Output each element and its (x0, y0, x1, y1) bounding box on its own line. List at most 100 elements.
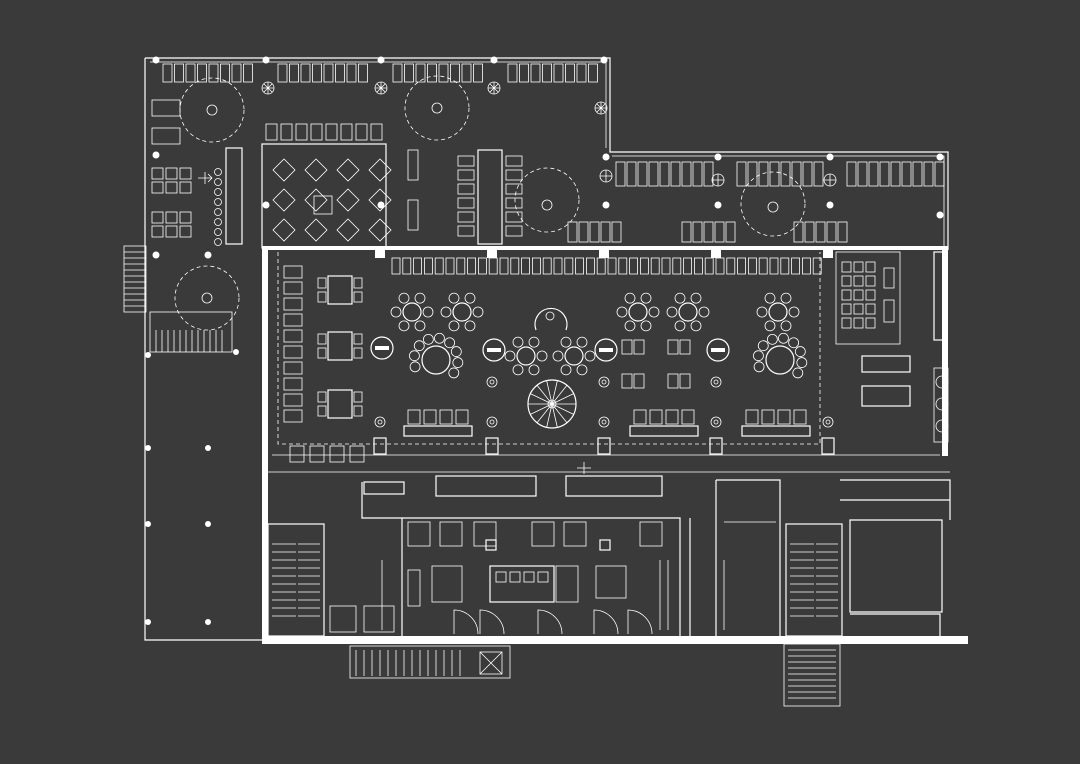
bar-stool (214, 198, 222, 206)
diamond-table (304, 158, 328, 182)
banquette (403, 425, 473, 437)
terrace-chair (703, 161, 714, 187)
chair (467, 257, 477, 275)
lounge-chair (853, 261, 864, 273)
spiral-tread (546, 403, 553, 428)
bar-stools (214, 168, 222, 246)
chair (434, 332, 445, 344)
diamond-table (368, 188, 392, 212)
sofa (861, 355, 911, 373)
booth-seat (283, 393, 303, 407)
chair (725, 221, 736, 243)
column-icon (822, 416, 834, 428)
right-terrace (514, 153, 945, 248)
chair (714, 221, 725, 243)
chair (536, 350, 548, 362)
table-chair (179, 181, 192, 194)
terrace-chair (879, 161, 890, 187)
chair (745, 409, 759, 425)
lounge-chair (841, 261, 852, 273)
diamond-table (336, 188, 360, 212)
chair (596, 257, 606, 275)
chair (802, 257, 811, 275)
column-core (489, 419, 495, 425)
lounge-chair (853, 289, 864, 301)
chair (457, 183, 475, 195)
table-chair (179, 211, 192, 224)
chair (780, 320, 792, 332)
planter-column (933, 367, 949, 443)
entrance-stairs (349, 643, 841, 707)
chair (413, 340, 425, 352)
table (545, 311, 555, 321)
service-counter (565, 475, 663, 497)
chair (317, 391, 327, 403)
chair (616, 306, 628, 318)
chair (553, 257, 563, 275)
wall-booths (283, 265, 365, 463)
chair (521, 257, 530, 275)
spiral-tread (546, 380, 553, 405)
chair (794, 346, 806, 357)
chair (504, 350, 516, 362)
chair (512, 336, 524, 348)
chair (793, 409, 807, 425)
chair (607, 257, 617, 275)
pod-bar (599, 348, 613, 352)
chair (576, 336, 588, 348)
spiral-tread (551, 403, 574, 415)
chair (704, 257, 714, 275)
chair (309, 445, 325, 463)
chair-row (265, 123, 383, 141)
column-core (713, 419, 719, 425)
side-table (883, 267, 895, 289)
chair (648, 306, 660, 318)
terrace-chair (868, 161, 879, 187)
site-columns (145, 349, 239, 625)
column-icon (374, 416, 386, 428)
hall-columns (373, 250, 835, 455)
chair (289, 445, 305, 463)
chair (422, 333, 434, 345)
terrace-chair (174, 63, 184, 83)
communal-chairs (457, 155, 523, 237)
diamond-table (368, 218, 392, 242)
plant-icon (711, 173, 725, 187)
chair (422, 306, 434, 318)
plant-icon (823, 173, 837, 187)
chair (280, 123, 293, 141)
chair (265, 123, 278, 141)
chair (792, 367, 804, 379)
plant-icon (594, 101, 608, 115)
chair (390, 306, 402, 318)
table-chair (165, 211, 178, 224)
chair (512, 364, 524, 376)
terrace-chair (692, 161, 703, 187)
spiral-tread (530, 393, 553, 405)
chair (439, 409, 453, 425)
column-icon (598, 376, 610, 388)
lounge-chairs (841, 261, 895, 329)
chair (505, 197, 523, 209)
terrace-chair (335, 63, 345, 83)
chair (499, 257, 509, 275)
upper-terrace (123, 56, 608, 353)
terrace-chair (736, 161, 747, 187)
door-swing-icon (627, 609, 653, 635)
chair (726, 257, 736, 275)
bar-stool (214, 238, 222, 246)
bar-stool (214, 188, 222, 196)
chair (667, 339, 679, 355)
terrace-chair (530, 63, 541, 83)
chair (788, 306, 800, 318)
chair (457, 155, 475, 167)
table (327, 275, 353, 305)
terrace-chair (312, 63, 322, 83)
terrace-chair (626, 161, 637, 187)
terrace-chair (185, 63, 196, 83)
spiral-tread (551, 384, 568, 405)
column-icon (377, 56, 385, 64)
table-chair (151, 181, 164, 194)
chair (560, 364, 572, 376)
chair (764, 320, 776, 332)
